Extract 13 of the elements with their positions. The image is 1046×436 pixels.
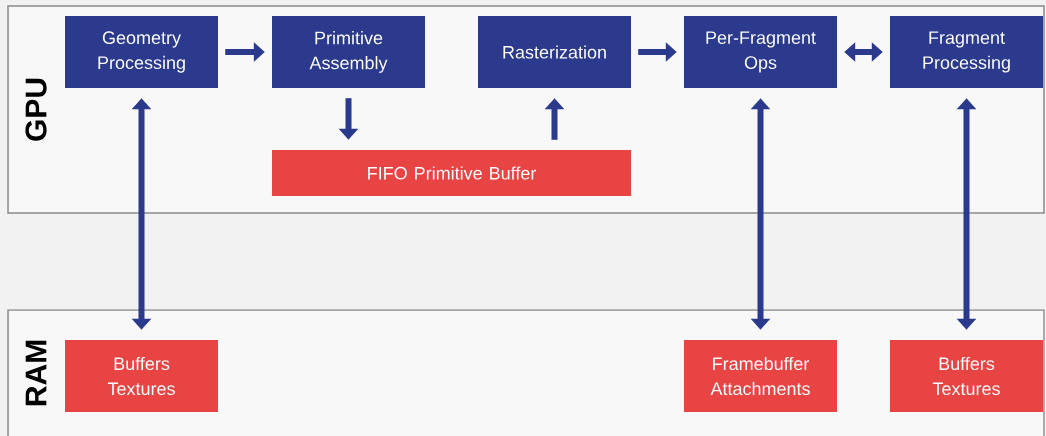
process-box: Geometry Processing	[65, 16, 218, 88]
memory-box: FIFO Primitive Buffer	[272, 150, 631, 196]
process-box: Primitive Assembly	[272, 16, 425, 88]
arrow	[956, 98, 977, 330]
arrow	[844, 42, 883, 62]
arrow	[750, 98, 771, 330]
process-box: Per-Fragment Ops	[684, 16, 837, 88]
process-box: Rasterization	[478, 16, 631, 88]
memory-box: Buffers Textures	[65, 340, 218, 412]
arrow	[131, 98, 152, 330]
memory-box: Buffers Textures	[890, 340, 1043, 412]
process-box: Fragment Processing	[890, 16, 1043, 88]
memory-box: Framebuffer Attachments	[684, 340, 837, 412]
